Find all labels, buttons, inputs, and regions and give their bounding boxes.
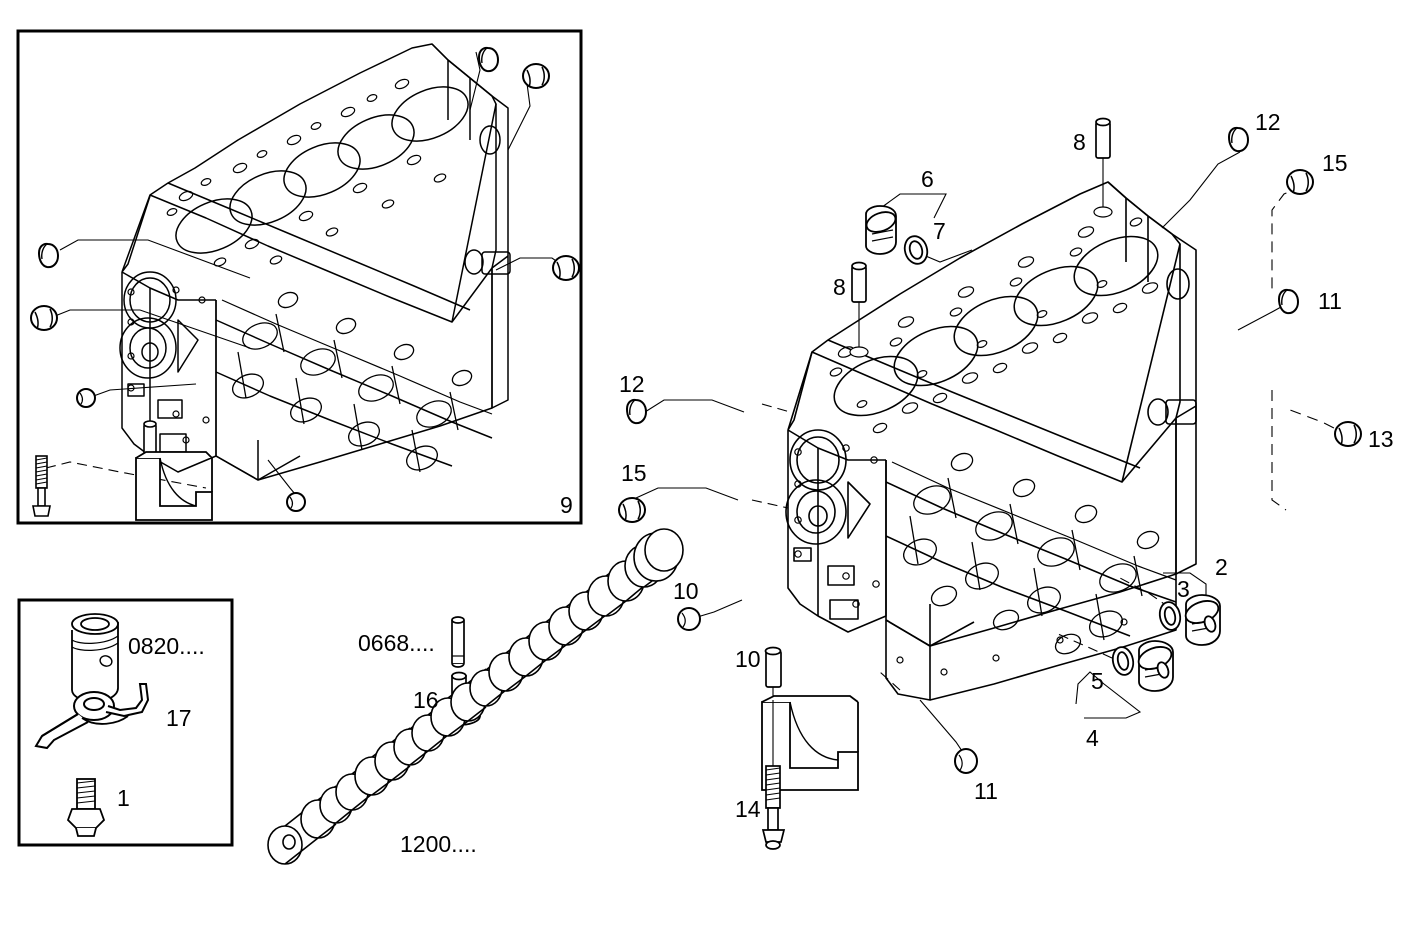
callout-10-left: 10: [673, 578, 699, 604]
callout-11-bottom: 11: [974, 778, 998, 804]
callout-15-top: 15: [1322, 150, 1348, 176]
inset-piston: [71, 613, 119, 707]
panel9-plug-top-a: [478, 46, 499, 73]
callout-8-mid: 8: [833, 274, 846, 300]
callout-0820: 0820....: [128, 633, 205, 659]
callout-10-mid: 10: [735, 646, 761, 672]
main-block-exploded-parts: [618, 117, 1362, 850]
pushrod-part: [451, 616, 465, 668]
camshaft: [267, 528, 684, 865]
inset-oil-spray-nozzle: [34, 683, 150, 750]
panel-9-frame: [16, 29, 583, 525]
seal-ring-5: [1111, 646, 1135, 676]
panel9-plug-top-left: [38, 242, 59, 269]
seal-ring-7: [903, 235, 929, 265]
expansion-plug-11-right: [1278, 288, 1299, 315]
panel9-plug-top-b: [522, 63, 550, 89]
expansion-plug-15-top: [1286, 169, 1314, 195]
expansion-plug-12-top: [1228, 126, 1249, 153]
panel-9-cylinder-block: [119, 43, 511, 481]
callout-7: 7: [933, 218, 946, 244]
seal-ring-3: [1158, 601, 1182, 631]
callout-17: 17: [166, 705, 192, 731]
panel-9-exploded-parts: [30, 46, 580, 521]
dowel-sleeve-10-mid: [764, 646, 782, 700]
callout-1: 1: [117, 785, 130, 811]
panel-9-number: 9: [560, 492, 573, 518]
panel9-cap-bolt: [32, 455, 51, 517]
expansion-plug-12-left: [626, 398, 647, 425]
callout-4: 4: [1086, 725, 1099, 751]
callout-6: 6: [921, 166, 934, 192]
expansion-plug-11-bottom: [954, 748, 978, 774]
inset-bolt: [66, 778, 106, 837]
callout-5: 5: [1091, 668, 1104, 694]
panel9-main-bearing-cap: [135, 451, 213, 521]
callout-8-top: 8: [1073, 129, 1086, 155]
expansion-plug-13: [1334, 421, 1362, 447]
panel9-plug-right: [552, 255, 580, 281]
expansion-plug-10-left: [677, 607, 701, 631]
screw-plug-6: [865, 205, 897, 255]
dowel-pin-8-mid: [849, 261, 869, 358]
dowel-pin-8-top: [1093, 117, 1113, 218]
main-cylinder-block: [785, 181, 1197, 701]
callout-12-left: 12: [619, 371, 645, 397]
panel9-plug-bottom: [286, 492, 306, 512]
main-bearing-cap-bolt-14: [761, 700, 786, 850]
callout-13: 13: [1368, 426, 1394, 452]
callout-11-right: 11: [1318, 288, 1342, 314]
inset-panel-frame: [17, 598, 234, 847]
callout-14: 14: [735, 796, 761, 822]
expansion-plug-15-left: [618, 497, 646, 523]
callout-16: 16: [413, 687, 439, 713]
callout-1200: 1200....: [400, 831, 477, 857]
callout-15-left: 15: [621, 460, 647, 486]
screw-plug-4: [1137, 640, 1174, 692]
callout-0668: 0668....: [358, 630, 435, 656]
main-bearing-cap: [761, 695, 859, 791]
callout-3: 3: [1177, 576, 1190, 602]
callout-2: 2: [1215, 554, 1228, 580]
panel9-plug-low-left: [76, 388, 96, 408]
callout-12-top: 12: [1255, 109, 1281, 135]
screw-plug-2: [1184, 594, 1221, 646]
panel9-plug-mid-left: [30, 305, 58, 331]
